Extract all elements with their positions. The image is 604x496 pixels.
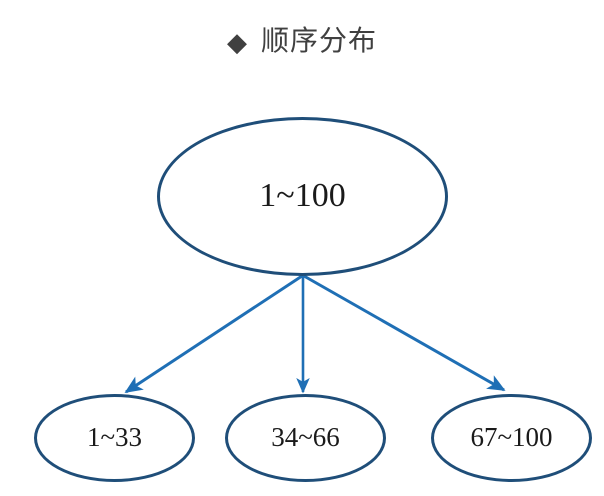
edge-root-to-child-1 xyxy=(124,274,303,394)
child-node-1-label: 1~33 xyxy=(86,421,143,452)
root-node[interactable]: 1~100 xyxy=(157,117,448,276)
child-node-3-label: 67~100 xyxy=(470,421,553,452)
child-node-1[interactable]: 1~33 xyxy=(34,394,195,482)
child-node-2[interactable]: 34~66 xyxy=(225,394,386,482)
edge-root-to-child-3 xyxy=(303,274,506,392)
child-node-3[interactable]: 67~100 xyxy=(431,394,592,482)
root-node-label: 1~100 xyxy=(259,176,346,214)
edge-group xyxy=(124,274,506,394)
child-node-2-label: 34~66 xyxy=(271,421,340,452)
